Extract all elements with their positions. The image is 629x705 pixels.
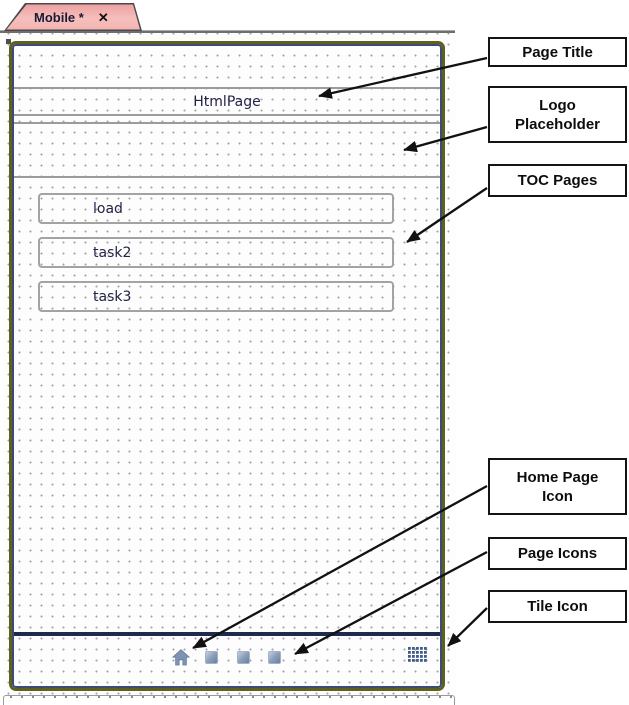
callout-label: Logo Placeholder (514, 96, 601, 133)
toc-page-label: task3 (93, 288, 132, 305)
callout-label: Tile Icon (527, 598, 588, 615)
callout-toc-pages: TOC Pages (488, 164, 627, 197)
callout-logo-placeholder: Logo Placeholder (488, 86, 627, 143)
callout-page-title: Page Title (488, 37, 627, 67)
toc-page-item[interactable]: task3 (38, 281, 394, 312)
selection-handle[interactable] (6, 39, 11, 44)
callout-label: Page Icons (517, 545, 598, 562)
home-icon[interactable] (171, 649, 191, 666)
page-icon[interactable] (268, 651, 281, 664)
callout-home-page-icon: Home Page Icon (488, 458, 627, 515)
tab-fill (6, 4, 140, 30)
tab-mobile[interactable]: Mobile * ✕ (4, 3, 142, 31)
separator-line (14, 176, 440, 178)
callout-page-icons: Page Icons (488, 537, 627, 570)
tab-mobile-label: Mobile * (34, 9, 84, 25)
callout-label: Page Title (522, 43, 593, 61)
page-title-label[interactable]: HtmlPage (193, 93, 261, 110)
phone-canvas[interactable]: HtmlPage load task2 task3 (9, 41, 445, 691)
tile-icon[interactable] (408, 647, 428, 663)
callout-label: TOC Pages (517, 172, 598, 189)
callout-tile-icon: Tile Icon (488, 590, 627, 623)
nav-bar-divider (14, 632, 440, 636)
toc-page-item[interactable]: load (38, 193, 394, 224)
separator-line (14, 122, 440, 124)
next-page-box[interactable] (3, 695, 455, 705)
separator-line (14, 87, 440, 89)
close-icon[interactable]: ✕ (97, 9, 109, 25)
toc-page-item[interactable]: task2 (38, 237, 394, 268)
toc-page-label: load (93, 200, 123, 217)
page-icon[interactable] (237, 651, 250, 664)
separator-line (14, 114, 440, 116)
callout-label: Home Page Icon (516, 468, 599, 505)
page-icon[interactable] (205, 651, 218, 664)
tab-strip-divider (0, 30, 455, 33)
toc-page-label: task2 (93, 244, 132, 261)
